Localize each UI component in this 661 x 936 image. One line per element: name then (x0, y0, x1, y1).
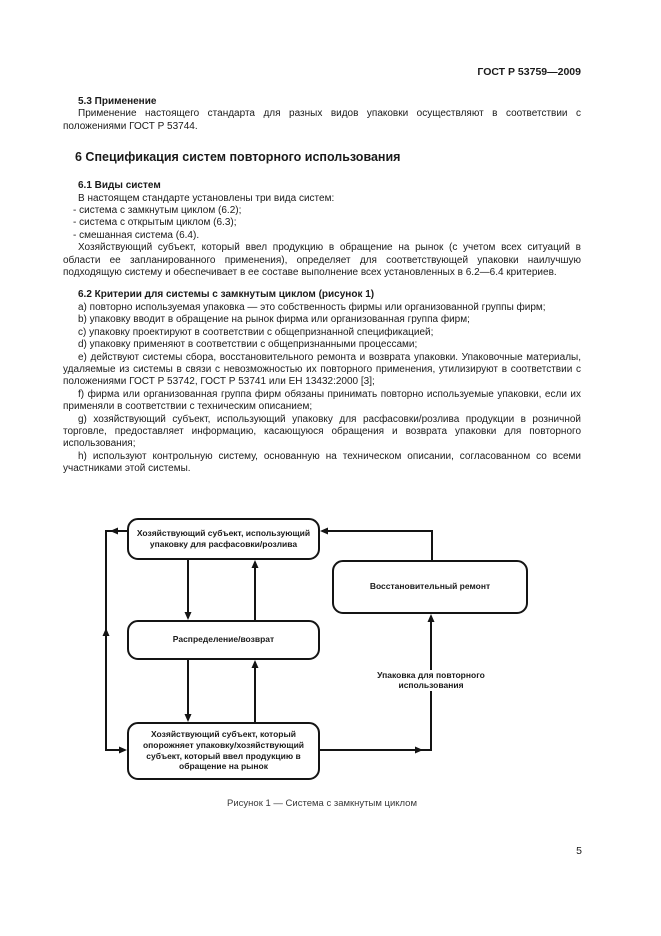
closed-loop-flowchart: Хозяйствующий субъект, использующий упак… (85, 512, 565, 782)
heading-section-6: 6 Спецификация систем повторного использ… (75, 150, 401, 165)
flow-arrows (102, 527, 435, 754)
criterion-b: b) упаковку вводит в обращение на рынок … (78, 314, 470, 326)
list-item-open-loop: - система с открытым циклом (6.3); (73, 217, 237, 229)
list-item-mixed: - смешанная система (6.4). (73, 229, 200, 241)
criterion-f: f) фирма или организованная группа фирм … (63, 388, 581, 413)
flow-label-packaging-for-reuse: Упаковка для повторного использования (371, 669, 491, 691)
flow-box-distribution-return: Распределение/возврат (127, 619, 320, 660)
list-item-closed-loop: - система с замкнутым циклом (6.2); (73, 205, 242, 217)
criterion-e: e) действуют системы сбора, восстановите… (63, 351, 581, 388)
criterion-c: c) упаковку проектируют в соответствии с… (78, 326, 434, 338)
heading-5-3: 5.3 Применение (78, 96, 157, 107)
document-code-header: ГОСТ Р 53759—2009 (477, 66, 581, 78)
criterion-a: a) повторно используемая упаковка — это … (78, 301, 546, 313)
page-number: 5 (576, 845, 582, 857)
criterion-d: d) упаковку применяют в соответствии с о… (78, 339, 418, 351)
figure-1: Хозяйствующий субъект, использующий упак… (63, 512, 581, 809)
flow-box-reconditioning: Восстановительный ремонт (332, 559, 528, 614)
heading-6-2: 6.2 Критерии для системы с замкнутым цик… (78, 289, 375, 301)
heading-6-1: 6.1 Виды систем (78, 180, 161, 192)
paragraph-5-3: Применение настоящего стандарта для разн… (63, 108, 581, 132)
flow-box-emptier-market-placer: Хозяйствующий субъект, который опорожняе… (127, 721, 320, 780)
flow-box-filler: Хозяйствующий субъект, использующий упак… (127, 517, 320, 560)
paragraph-6-1-intro: В настоящем стандарте установлены три ви… (78, 192, 335, 204)
figure-caption: Рисунок 1 — Система с замкнутым циклом (227, 797, 417, 809)
criterion-h: h) используют контрольную систему, основ… (63, 450, 581, 475)
criterion-g: g) хозяйствующий субъект, использующий у… (63, 413, 581, 450)
paragraph-6-1-body: Хозяйствующий субъект, который ввел прод… (63, 242, 581, 279)
